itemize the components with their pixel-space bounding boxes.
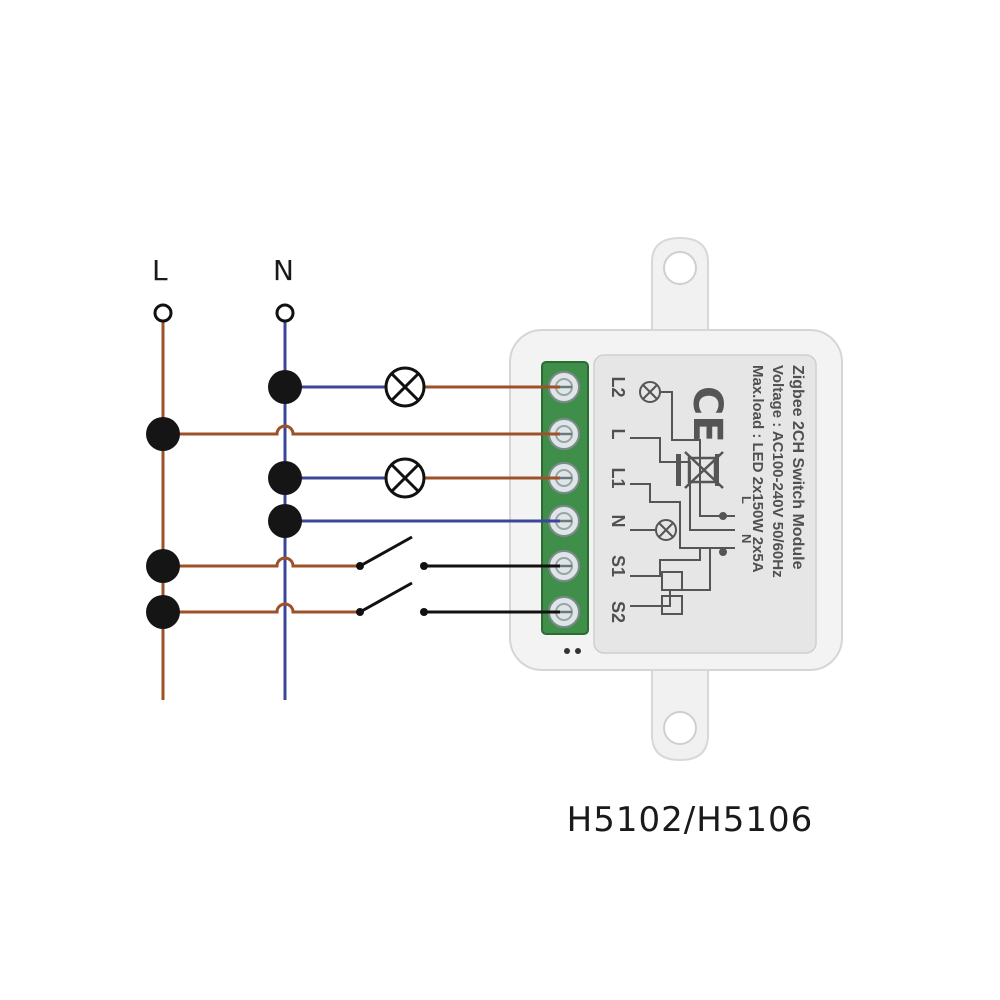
line-label: L: [152, 254, 168, 287]
junction-n-3: [268, 504, 302, 538]
junction-n-2: [268, 461, 302, 495]
wire-live-switch2: [163, 602, 360, 614]
module-title: Zigbee 2CH Switch Module: [789, 365, 806, 570]
mounting-tab-top: [651, 236, 709, 339]
inner-label-l: L: [739, 496, 754, 504]
switch-1-icon: [356, 535, 428, 570]
inner-label-n: N: [739, 534, 754, 543]
lamp-1-icon: [384, 366, 426, 408]
junction-l-2: [146, 549, 180, 583]
wire-live-terminal-l: [163, 424, 560, 436]
terminal-label: S1: [608, 555, 628, 577]
neutral-terminal-open: [275, 303, 295, 323]
terminal-label: L1: [608, 467, 628, 488]
terminal-label: S2: [608, 601, 628, 623]
junction-l-3: [146, 595, 180, 629]
junction-l-1: [146, 417, 180, 451]
neutral-label: N: [273, 254, 294, 287]
module-voltage: Voltage : AC100-240V 50/60Hz: [769, 365, 786, 578]
terminal-label: N: [608, 515, 628, 528]
junction-n-1: [268, 370, 302, 404]
svg-text:CE: CE: [684, 386, 730, 443]
weee-bin-icon: [676, 451, 724, 489]
terminal-label: L: [608, 429, 628, 440]
live-terminal-open: [153, 303, 173, 323]
lamp-2-icon: [384, 457, 426, 499]
switch-2-icon: [356, 581, 428, 616]
module-max-load: Max.load : LED 2x150W 2x5A: [749, 365, 766, 573]
model-number: H5102/H5106: [566, 800, 814, 840]
label-panel: [593, 354, 817, 654]
terminal-label: L2: [608, 376, 628, 397]
module-label-text: Zigbee 2CH Switch Module Voltage : AC100…: [749, 365, 806, 578]
mounting-tab-bottom: [651, 659, 709, 762]
ce-mark-icon: CE: [684, 386, 730, 443]
internal-schematic: [630, 381, 735, 615]
wire-live-switch1: [163, 556, 360, 568]
